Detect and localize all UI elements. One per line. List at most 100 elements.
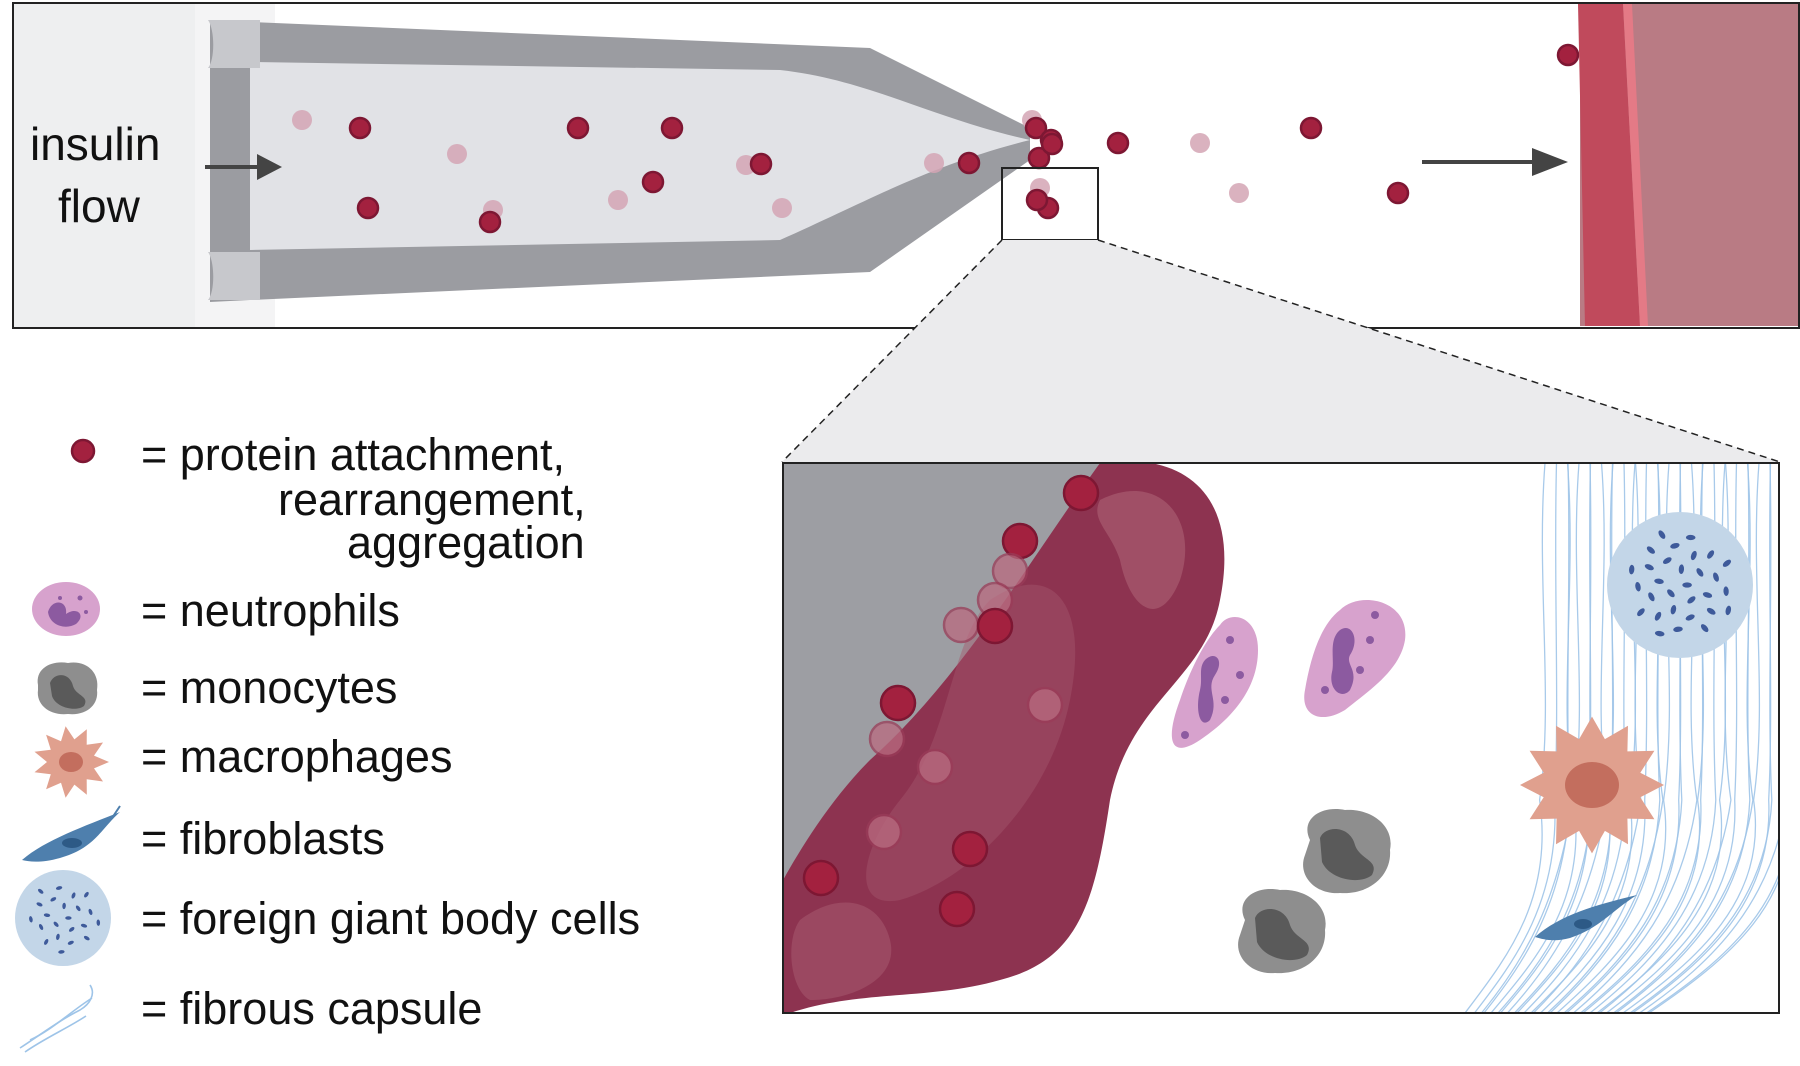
collagen-fiber [1622, 463, 1761, 1013]
nucleus [1670, 604, 1677, 615]
legend-fibroblasts-label: = fibroblasts [141, 813, 385, 864]
legend-item-macrophages: = macrophages [34, 726, 452, 798]
legend-macrophages-label: = macrophages [141, 731, 452, 782]
nucleus [1702, 592, 1713, 598]
protein-particle [348, 116, 372, 140]
top-panel: insulin flow [12, 2, 1800, 329]
protein-particle-icon [70, 438, 96, 464]
nucleus [36, 902, 43, 907]
protein-particle [868, 720, 906, 758]
legend-item-monocytes: = monocytes [37, 662, 397, 715]
neutrophil-cell [1304, 600, 1406, 718]
nucleus [29, 916, 33, 923]
nucleus [1662, 557, 1672, 564]
nucleus [1723, 586, 1729, 596]
protein-particle [1386, 181, 1410, 205]
nucleus [53, 921, 59, 927]
nucleus [65, 916, 72, 920]
flow-arrow-left [205, 154, 282, 180]
nucleus [96, 919, 101, 926]
protein-particle [879, 684, 917, 722]
neutrophil-cell [1171, 617, 1258, 748]
nucleus [1682, 582, 1692, 588]
nucleus [1722, 559, 1732, 567]
flow-arrow-right [1422, 148, 1568, 176]
protein-particle [916, 748, 954, 786]
fibroblast-cell [1535, 895, 1637, 941]
fibrous-capsule-icon [19, 984, 94, 1053]
protein-particle [608, 190, 628, 210]
nucleus [1646, 546, 1655, 554]
nucleus [1654, 578, 1664, 584]
nucleus [1690, 550, 1697, 561]
protein-particle [1229, 183, 1249, 203]
monocyte-icon [37, 662, 98, 715]
protein-particle [1024, 116, 1048, 140]
legend-item-fibrous-capsule: = fibrous capsule [19, 983, 482, 1053]
collagen-fiber [1639, 835, 1779, 1013]
nucleus [1629, 564, 1635, 575]
nucleus [38, 888, 44, 894]
nucleus [75, 905, 81, 912]
nucleus [1700, 624, 1709, 633]
protein-particle [660, 116, 684, 140]
nucleus [80, 923, 88, 928]
legend-protein-line3: aggregation [347, 517, 585, 568]
tissue-fold [791, 902, 892, 1000]
protein-particle [938, 890, 976, 928]
protein-particle [802, 859, 840, 897]
legend-item-protein: = protein attachment, rearrangement, agg… [70, 429, 586, 568]
protein-particle [1040, 132, 1064, 156]
nucleus [1648, 592, 1655, 602]
nucleus [38, 924, 44, 930]
legend-giant-cells-label: = foreign giant body cells [141, 893, 640, 944]
cannula-rim-top [208, 20, 260, 68]
nucleus [62, 902, 66, 910]
nucleus [67, 940, 74, 945]
nucleus [1673, 626, 1683, 632]
protein-particle [924, 153, 944, 173]
legend-neutrophils-label: = neutrophils [141, 585, 400, 636]
nucleus [44, 938, 49, 945]
nucleus [1706, 607, 1716, 615]
nucleus [56, 933, 60, 941]
legend-protein-line2: rearrangement, [278, 474, 586, 525]
nucleus [43, 913, 51, 917]
nucleus [1713, 572, 1719, 582]
protein-particle [1025, 188, 1049, 212]
protein-particle [447, 144, 467, 164]
protein-particle [1106, 131, 1130, 155]
protein-particle [356, 196, 380, 220]
zoom-particles [802, 474, 1100, 928]
legend-monocytes-label: = monocytes [141, 662, 397, 713]
flow-label-line2: flow [58, 180, 141, 232]
monocyte-cell [1238, 889, 1326, 974]
foreign-giant-body-cell [1607, 512, 1753, 658]
cannula-rim-bottom [208, 252, 260, 300]
flow-label-line1: insulin [30, 118, 160, 170]
zoom-panel-frame [782, 462, 1780, 1014]
zoom-line-left [781, 239, 1003, 463]
nucleus [1667, 589, 1675, 598]
legend-item-fibroblasts: = fibroblasts [22, 805, 385, 864]
protein-particle [749, 152, 773, 176]
nucleus [58, 950, 65, 954]
nucleus [1644, 564, 1654, 571]
nucleus [1678, 564, 1685, 574]
nucleus [1685, 534, 1696, 541]
blood-vessel [1578, 4, 1798, 326]
protein-particle [942, 606, 980, 644]
legend-fibrous-capsule-label: = fibrous capsule [141, 983, 482, 1034]
collagen-fiber [1646, 872, 1779, 1013]
protein-particle [865, 813, 903, 851]
nucleus [71, 892, 76, 899]
nucleus [1670, 542, 1680, 549]
protein-particle [1299, 116, 1323, 140]
nucleus [88, 908, 93, 915]
legend-protein-line1: = protein attachment, [141, 429, 565, 480]
fibroblast-icon [22, 805, 121, 862]
zoom-panel [782, 462, 1780, 1014]
tissue-fold [1097, 491, 1186, 609]
nucleus [1654, 611, 1662, 621]
